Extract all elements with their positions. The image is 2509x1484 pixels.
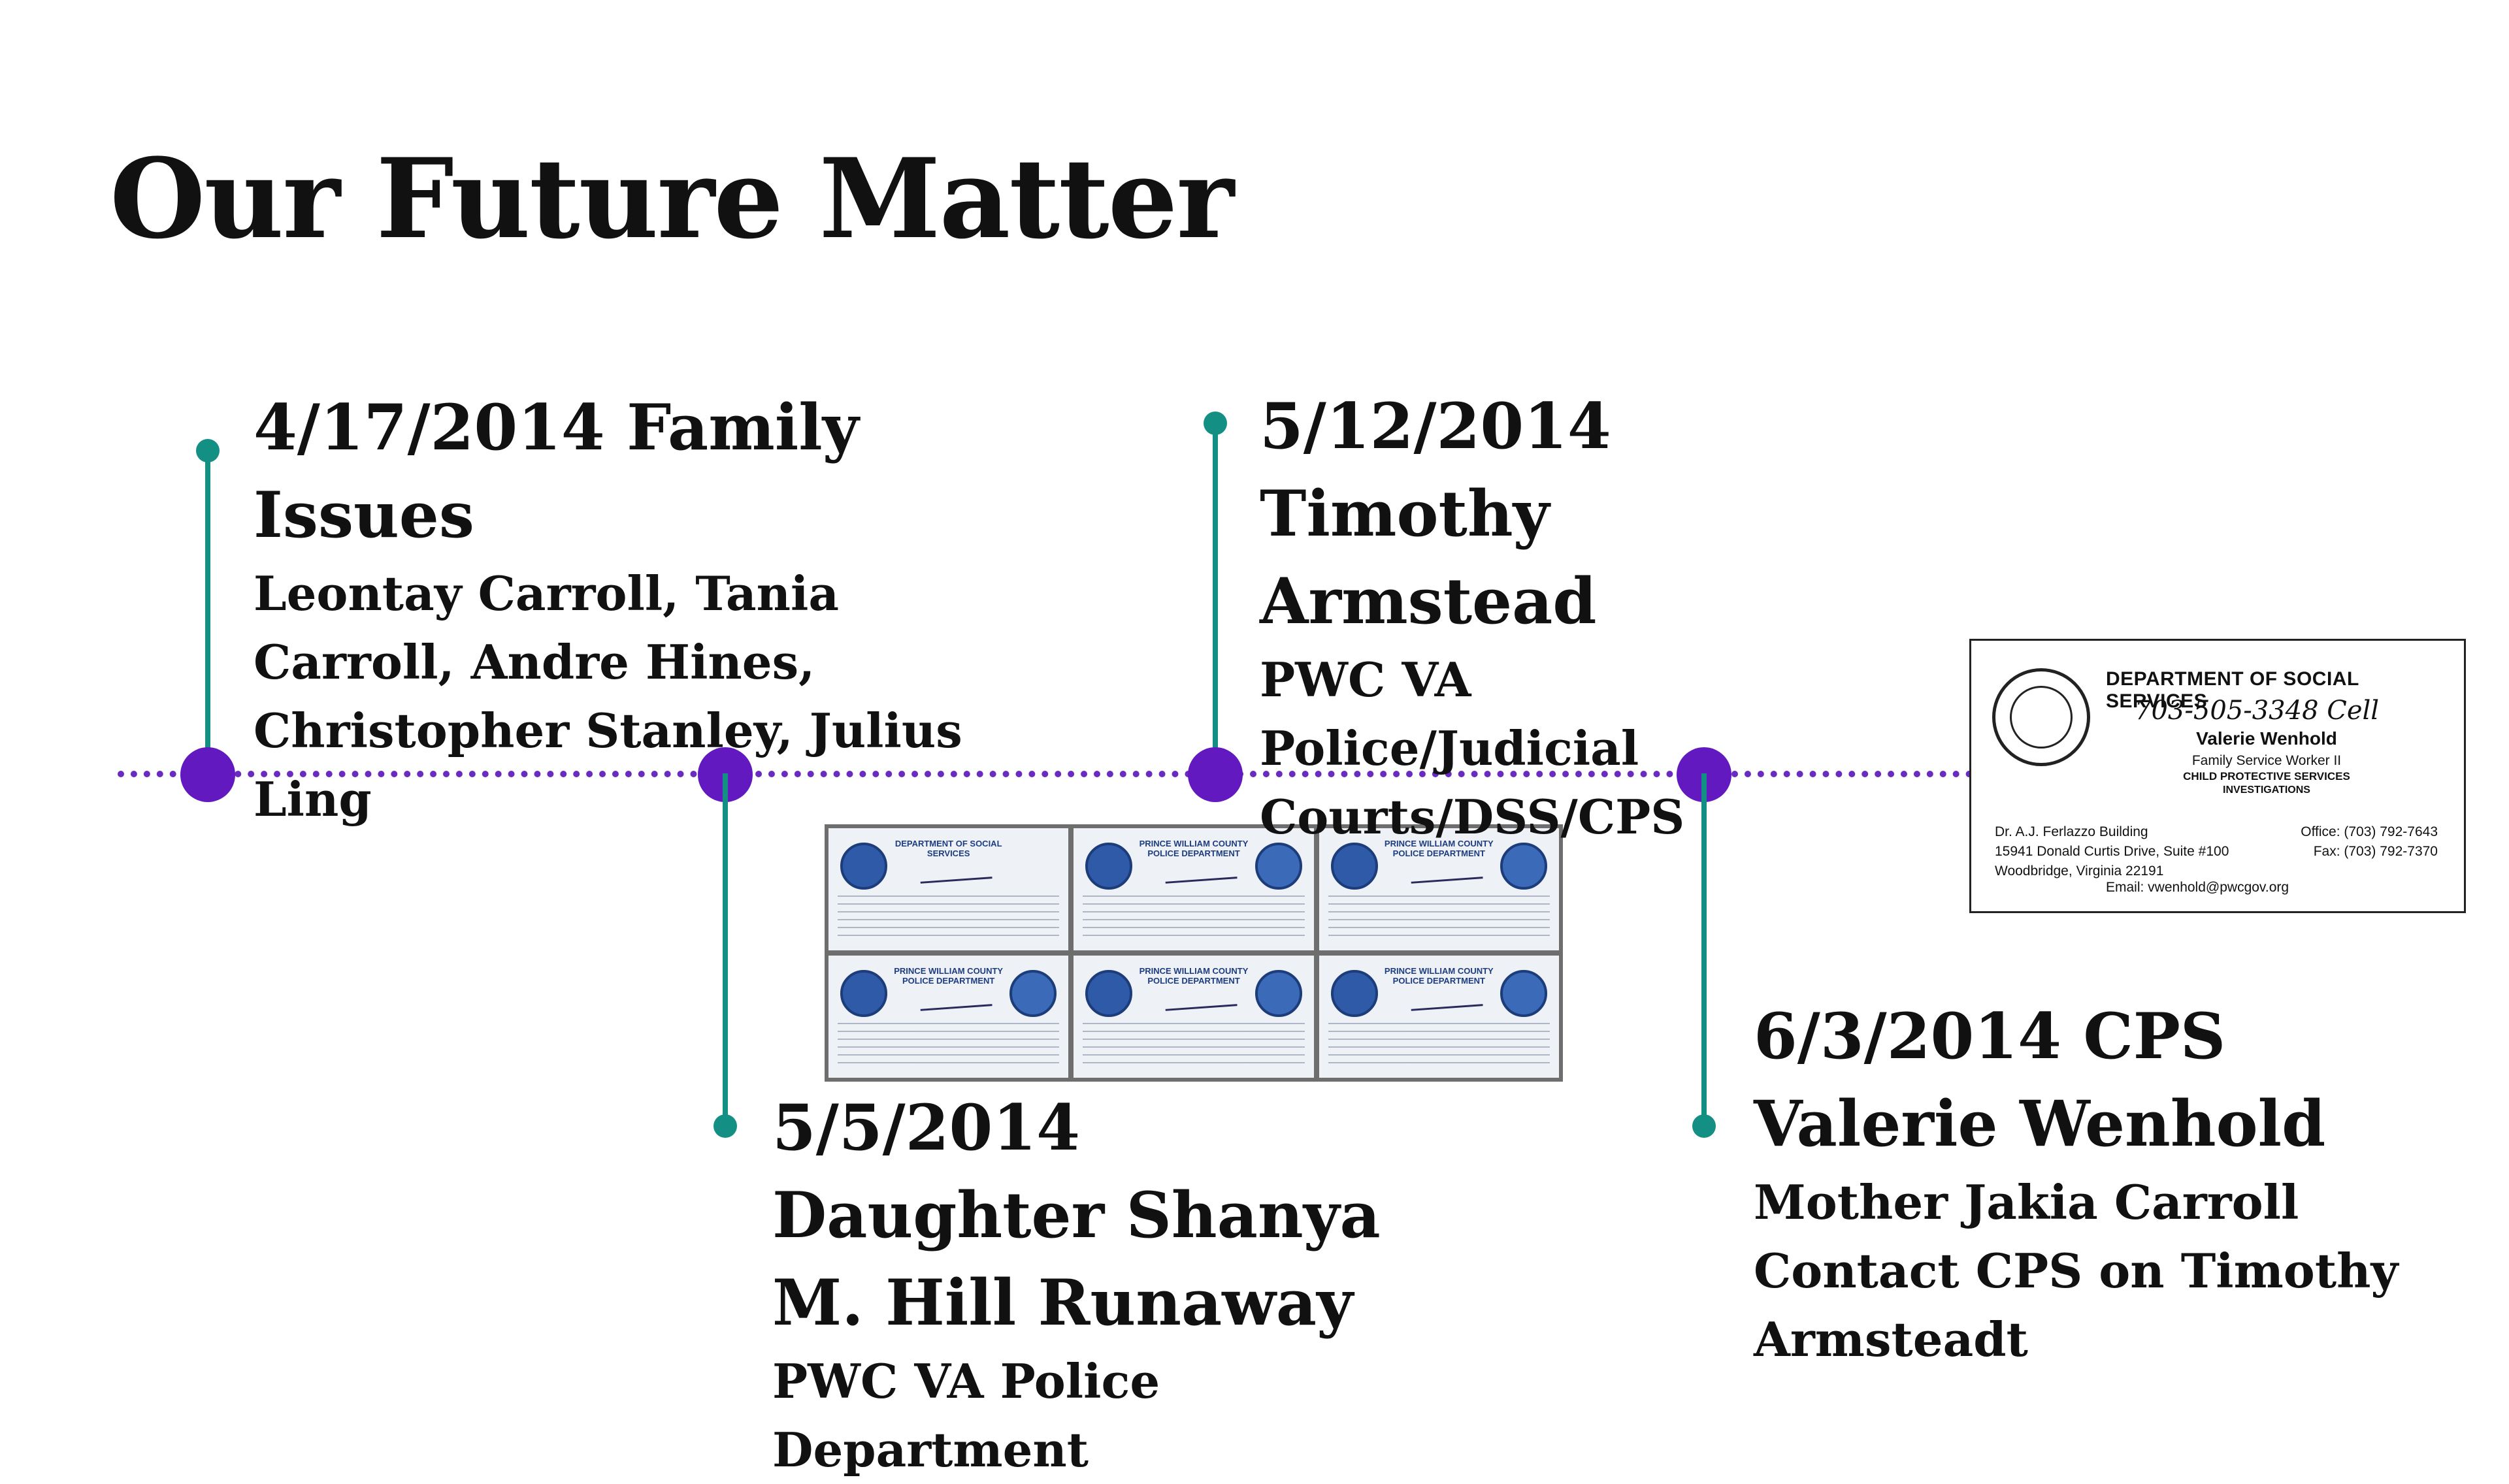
card-header: PRINCE WILLIAM COUNTY POLICE DEPARTMENT [894,966,1004,986]
event-heading: 5/12/2014 Timothy Armstead [1260,389,1611,638]
card-unit: CHILD PROTECTIVE SERVICES [2183,770,2350,782]
handwriting-mark [1410,992,1483,1011]
police-shield-icon [1009,970,1057,1017]
card-address-line: 15941 Donald Curtis Drive, Suite #100 [1995,844,2229,859]
police-badge-icon [1330,843,1378,890]
card-office-phone: Office: (703) 792-7643 [2301,824,2438,839]
police-shield-icon [1500,970,1547,1017]
stem-end-dot [196,439,220,462]
card-role: Family Service Worker II [2191,753,2342,768]
card-name: Valerie Wenhold [2196,728,2337,749]
police-badge-icon [1330,970,1378,1017]
event-stem [1213,426,1218,773]
event-heading: 5/5/2014 Daughter Shanya M. Hill Runaway [772,1091,1381,1340]
county-seal-icon [1992,668,2090,766]
event-4-17-2014: 4/17/2014 Family Issues Leontay Carroll,… [254,384,998,833]
handwriting-mark [919,992,992,1011]
business-card: DEPARTMENT OF SOCIAL SERVICES [828,828,1069,950]
timeline-line [118,771,1973,777]
card-header: DEPARTMENT OF SOCIAL SERVICES [894,839,1002,858]
card-address-line: Dr. A.J. Ferlazzo Building [1995,824,2148,839]
police-badge-icon [1085,843,1133,890]
card-address: Dr. A.J. Ferlazzo Building 15941 Donald … [1995,822,2229,881]
card-address-line: Woodbridge, Virginia 22191 [1995,863,2164,879]
business-card: PRINCE WILLIAM COUNTY POLICE DEPARTMENT [828,956,1069,1078]
police-badge-icon [840,970,887,1017]
stem-end-dot [713,1114,737,1138]
event-stem [723,773,728,1126]
business-card: PRINCE WILLIAM COUNTY POLICE DEPARTMENT [1074,956,1314,1078]
police-shield-icon [1254,843,1302,890]
police-shield-icon [1500,843,1547,890]
business-card: PRINCE WILLIAM COUNTY POLICE DEPARTMENT [1074,828,1314,950]
dss-business-card-image: DEPARTMENT OF SOCIAL SERVICES 703-505-33… [1969,639,2466,913]
stem-end-dot [1204,411,1227,435]
seal-icon [840,843,887,890]
handwriting-mark [1164,865,1238,884]
event-6-3-2014: 6/3/2014 CPS Valerie Wenhold Mother Jaki… [1754,993,2459,1374]
handwriting-mark [1410,865,1483,884]
event-5-12-2014: 5/12/2014 Timothy Armstead PWC VA Police… [1260,383,1848,851]
event-stem [1701,773,1707,1126]
event-heading: 4/17/2014 Family Issues [254,391,859,552]
business-card: PRINCE WILLIAM COUNTY POLICE DEPARTMENT [1319,828,1559,950]
timeline-node[interactable] [1188,747,1243,802]
event-body: PWC VA Police/Judicial Courts/DSS/CPS [1260,652,1685,845]
card-header: PRINCE WILLIAM COUNTY POLICE DEPARTMENT [1384,839,1494,858]
card-text-lines [838,895,1060,941]
card-header: PRINCE WILLIAM COUNTY POLICE DEPARTMENT [1384,966,1494,986]
event-stem [205,453,210,773]
card-unit-sub: INVESTIGATIONS [2223,784,2310,796]
card-text-lines [838,1023,1060,1069]
card-text-lines [1083,1023,1305,1069]
event-heading: 6/3/2014 CPS Valerie Wenhold [1754,999,2326,1161]
card-handwritten-phone: 703-505-3348 Cell [2135,696,2380,726]
police-badge-icon [1085,970,1133,1017]
event-5-5-2014: 5/5/2014 Daughter Shanya M. Hill Runaway… [772,1084,1426,1484]
stem-end-dot [1692,1114,1716,1138]
police-shield-icon [1254,970,1302,1017]
card-text-lines [1328,1023,1550,1069]
card-email: Email: vwenhold@pwcgov.org [2106,880,2289,895]
business-cards-collage-image: DEPARTMENT OF SOCIAL SERVICES PRINCE WIL… [825,824,1563,1082]
event-body: Mother Jakia Carroll Contact CPS on Timo… [1754,1174,2399,1367]
card-header: PRINCE WILLIAM COUNTY POLICE DEPARTMENT [1139,966,1249,986]
page-title: Our Future Matter [110,134,1234,263]
card-header: PRINCE WILLIAM COUNTY POLICE DEPARTMENT [1139,839,1249,858]
card-contact: Office: (703) 792-7643 Fax: (703) 792-73… [2301,822,2438,862]
card-text-lines [1328,895,1550,941]
handwriting-mark [1164,992,1238,1011]
card-department: DEPARTMENT OF SOCIAL SERVICES [2106,668,2359,712]
handwriting-mark [919,865,992,884]
event-body: Leontay Carroll, Tania Carroll, Andre Hi… [254,566,962,827]
timeline-node[interactable] [180,747,235,802]
card-fax: Fax: (703) 792-7370 [2313,844,2438,859]
event-body: PWC VA Police Department [772,1353,1160,1477]
card-text-lines [1083,895,1305,941]
business-card: PRINCE WILLIAM COUNTY POLICE DEPARTMENT [1319,956,1559,1078]
